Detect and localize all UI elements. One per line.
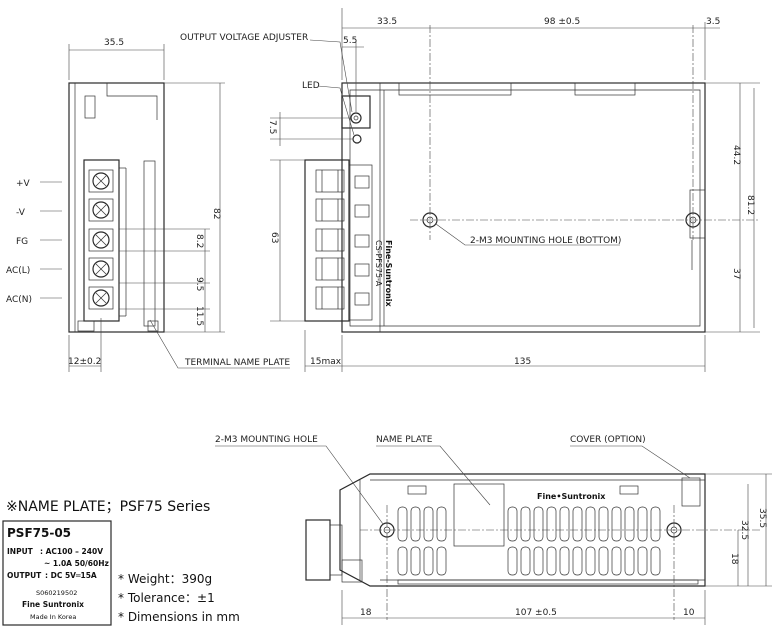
dim-term-pitch-2: 9.5 [194,277,204,291]
dim-term-pitch-1: 8.2 [194,234,204,248]
side-view-tab [84,95,96,119]
dim-term-pitch-3: 11.5 [194,306,204,326]
terminal-label-ac-n: AC(N) [6,295,32,305]
side-view-terminal-plate [143,160,156,327]
top-terminal-screw [315,257,370,281]
terminal-label-minus-v: -V [16,208,26,218]
front-mounting-hole-label: 2-M3 MOUNTING HOLE [215,435,318,445]
side-view-top-bracket [106,83,158,120]
nameplate-input-line2: ~ 1.0A 50/60Hz [44,559,109,568]
nameplate-input-line1: : AC100 – 240V [40,547,103,556]
top-terminal-screw [315,228,370,252]
dim-bottom-right: 10 [683,608,695,618]
terminal-label-plus-v: +V [16,179,31,189]
terminal-screw [88,286,114,310]
nameplate-model: PSF75-05 [7,526,71,540]
dim-right-lower: 37 [731,268,741,279]
dim-top-right: 3.5 [706,17,720,27]
terminal-screw [88,228,114,252]
vent-slots [397,506,699,585]
top-view-body [341,82,706,333]
name-plate-area [453,483,505,547]
dim-term-max: 15max [310,357,342,367]
nameplate-input-label: INPUT [7,547,34,556]
spec-dimensions: * Dimensions in mm [118,610,240,624]
top-terminal-screw [315,286,370,310]
dim-side-width: 35.5 [104,38,124,48]
top-terminal-screw [315,198,370,222]
dim-block-height: 63 [269,232,279,243]
terminal-label-fg: FG [16,237,28,247]
led-indicator [352,134,362,144]
name-plate-title: ※NAME PLATE；PSF75 Series [6,499,210,515]
top-view: Fine-Suntronix CS-PFS75-A 2-M3 MOUNTING … [180,8,760,372]
terminal-screw [88,198,114,222]
dim-right-total: 81.2 [745,195,755,215]
nameplate-serial: S060219502 [36,589,77,597]
dim-bottom-height-total: 35.5 [757,508,767,528]
output-voltage-adjuster [350,112,362,124]
led-label: LED [302,81,320,91]
cover-option-label: COVER (OPTION) [570,435,646,445]
dim-adj-offset: 5.5 [343,36,357,46]
name-plate-label: NAME PLATE [376,435,433,445]
terminal-label-ac-l: AC(L) [6,266,30,276]
top-brand: Fine-Suntronix [384,240,393,308]
output-voltage-adjuster-label: OUTPUT VOLTAGE ADJUSTER [180,33,308,43]
dim-top-span: 98 ±0.5 [544,17,580,27]
terminal-screw [88,169,114,193]
side-view-body [68,82,165,333]
dim-term-offset: 12±0.2 [68,357,101,367]
dim-body-length: 135 [514,357,531,367]
top-brand-model: CS-PFS75-A [374,240,383,287]
dim-led-offset: 7.5 [267,120,277,134]
front-view: Fine•Suntronix 2-M3 MOUNTING HOLE NAME P… [215,435,772,625]
dim-top-left: 33.5 [377,17,397,27]
terminal-name-plate-label: TERMINAL NAME PLATE [184,358,290,368]
dim-bottom-height-inner: 32.5 [739,520,749,540]
dim-bottom-left: 18 [360,608,372,618]
nameplate-origin: Made In Korea [30,613,76,621]
mounting-hole-bottom-label: 2-M3 MOUNTING HOLE (BOTTOM) [470,236,621,246]
dim-right-upper: 44.2 [731,145,741,165]
nameplate-output-value: : DC 5V═15A [45,571,97,580]
side-view: +V -V FG AC(L) AC(N) 35.5 82 8.2 9.5 11.… [6,38,290,372]
terminal-screw [88,257,114,281]
dim-side-height: 82 [211,208,221,219]
spec-weight: * Weight：390g [118,572,212,586]
terminal-block [83,159,120,322]
nameplate-maker: Fine Suntronix [22,600,84,609]
name-plate-sample [2,520,112,626]
dim-bottom-hole-height: 18 [729,553,739,565]
spec-tolerance: * Tolerance：±1 [118,591,215,605]
front-brand: Fine•Suntronix [537,492,606,501]
top-terminal-screw [315,169,370,193]
name-plate-section: ※NAME PLATE；PSF75 Series PSF75-05 INPUT … [2,499,240,626]
nameplate-output-label: OUTPUT [7,571,42,580]
dim-bottom-span: 107 ±0.5 [515,608,557,618]
